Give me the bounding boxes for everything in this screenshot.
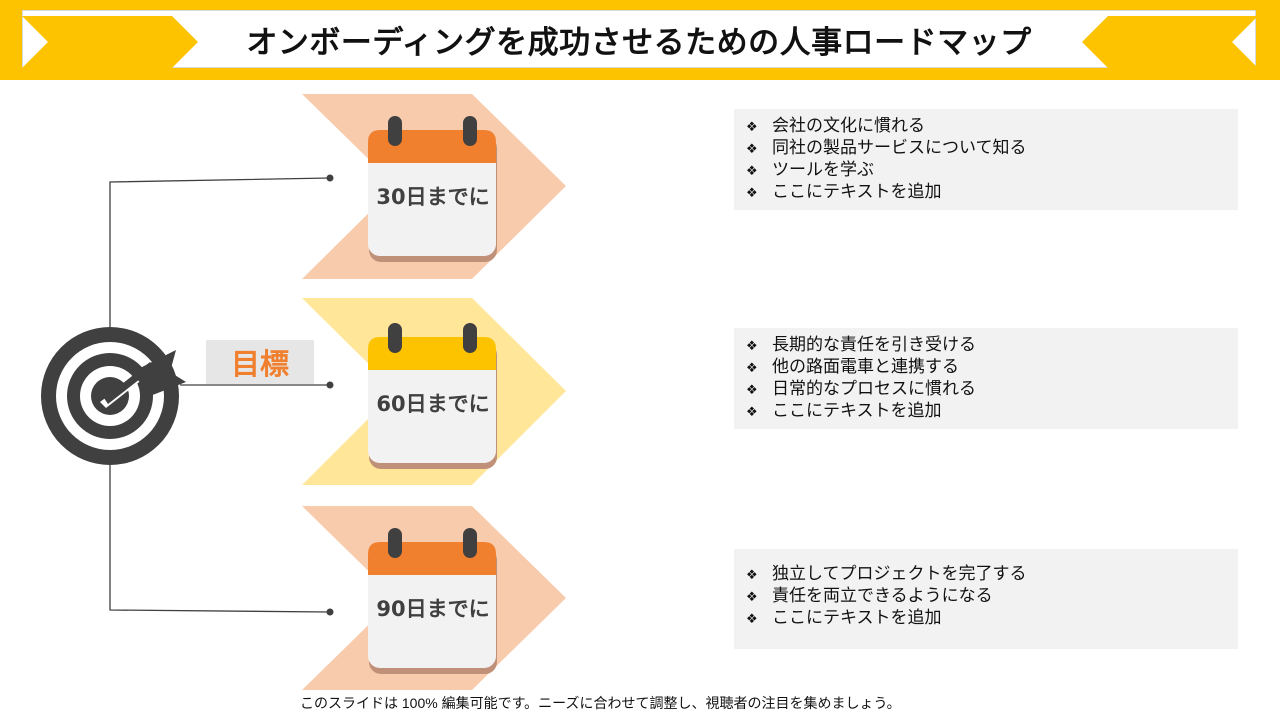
page-title: オンボーディングを成功させるための人事ロードマップ <box>246 24 1032 61</box>
list-item: ❖責任を両立できるようになる <box>746 585 1238 607</box>
list-item: ❖日常的なプロセスに慣れる <box>746 378 1238 400</box>
header-left-arrow-icon <box>22 16 198 68</box>
calendar-icon <box>368 116 497 262</box>
milestone-label-30-days: 30日までに <box>376 185 490 209</box>
header-box <box>22 10 1256 68</box>
diamond-bullet-icon: ❖ <box>746 141 758 156</box>
list-item: ❖ここにテキストを追加 <box>746 400 1238 422</box>
list-item: ❖ここにテキストを追加 <box>746 181 1238 203</box>
target-icon <box>41 327 186 465</box>
list-item: ❖ここにテキストを追加 <box>746 607 1238 629</box>
diamond-bullet-icon: ❖ <box>746 185 758 200</box>
task-list-30-days: ❖会社の文化に慣れる ❖同社の製品サービスについて知る ❖ツールを学ぶ ❖ここに… <box>734 109 1238 210</box>
diamond-bullet-icon: ❖ <box>746 119 758 134</box>
goal-label: 目標 <box>206 340 314 384</box>
task-list-90-days: ❖独立してプロジェクトを完了する ❖責任を両立できるようになる ❖ここにテキスト… <box>734 549 1238 649</box>
diamond-bullet-icon: ❖ <box>746 338 758 353</box>
list-item: ❖ツールを学ぶ <box>746 159 1238 181</box>
diamond-bullet-icon: ❖ <box>746 404 758 419</box>
milestone-label-60-days: 60日までに <box>376 392 490 416</box>
diamond-bullet-icon: ❖ <box>746 382 758 397</box>
list-item: ❖独立してプロジェクトを完了する <box>746 563 1238 585</box>
diamond-bullet-icon: ❖ <box>746 567 758 582</box>
list-item: ❖会社の文化に慣れる <box>746 115 1238 137</box>
list-item: ❖他の路面電車と連携する <box>746 356 1238 378</box>
diamond-bullet-icon: ❖ <box>746 611 758 626</box>
diamond-bullet-icon: ❖ <box>746 589 758 604</box>
list-item: ❖同社の製品サービスについて知る <box>746 137 1238 159</box>
diamond-bullet-icon: ❖ <box>746 163 758 178</box>
milestone-label-90-days: 90日までに <box>376 597 490 621</box>
calendar-icon <box>368 528 497 674</box>
diamond-bullet-icon: ❖ <box>746 360 758 375</box>
footer-note: このスライドは 100% 編集可能です。ニーズに合わせて調整し、視聴者の注目を集… <box>300 695 901 711</box>
header-right-arrow-icon <box>1082 16 1258 68</box>
list-item: ❖長期的な責任を引き受ける <box>746 334 1238 356</box>
calendar-icon <box>368 323 497 469</box>
connector-dots <box>326 174 334 616</box>
task-list-60-days: ❖長期的な責任を引き受ける ❖他の路面電車と連携する ❖日常的なプロセスに慣れる… <box>734 328 1238 429</box>
